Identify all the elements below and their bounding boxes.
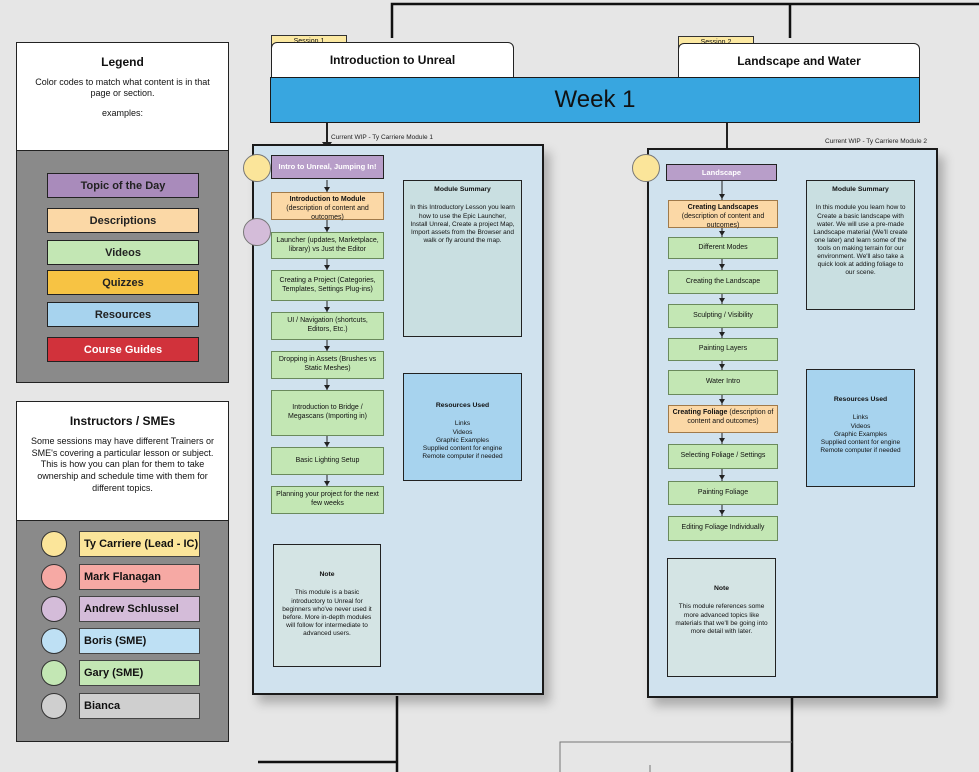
module-1-step-text: (description of content and outcomes) [286,204,369,221]
module-1-summary-text: In this Introductory Lesson you learn ho… [410,204,515,244]
instructor-dot [41,531,67,557]
instructor-dot [41,693,67,719]
instructor-avatar [243,154,271,182]
module-2-step: Creating the Landscape [668,270,778,294]
instructor-avatar [243,218,271,246]
instructor-avatar [632,154,660,182]
module-2-step: Creating Foliage (description of content… [668,405,778,433]
legend-description: Color codes to match what content is in … [35,77,210,99]
module-1-resources: Resources Used Links Videos Graphic Exam… [403,373,522,481]
module-2-note: Note This module references some more ad… [667,558,776,677]
legend-title: Legend [101,55,144,69]
instructor-name: Bianca [79,693,200,719]
session-2-title: Landscape and Water [678,43,920,79]
module-2-summary: Module Summary In this module you learn … [806,180,915,310]
resource-item: Graphic Examples [435,436,490,444]
module-1-step: UI / Navigation (shortcuts, Editors, Etc… [271,312,384,340]
legend-topic-chip: Topic of the Day [47,173,199,198]
week-bar: Week 1 [270,77,920,123]
module-2-summary-title: Module Summary [832,186,889,193]
module-2-step: Water Intro [668,370,778,395]
module-2-topic: Landscape [666,164,777,181]
module-1-note-text: This module is a basic introductory to U… [282,589,372,638]
resource-item: Videos [452,428,473,436]
module-2-step-text: (description of content and outcomes) [681,212,765,229]
instructors-list: Ty Carriere (Lead - IC) Mark Flanagan An… [16,520,229,742]
module-2-step-bold: Creating Foliage [672,409,728,416]
instructor-dot [41,628,67,654]
resource-item: Videos [850,422,871,430]
module-1-step: Planning your project for the next few w… [271,486,384,514]
module-2-resources-title: Resources Used [833,396,888,403]
instructor-dot [41,564,67,590]
module-1-step: Creating a Project (Categories, Template… [271,270,384,301]
module-1-step: Introduction to Bridge / Megascans (Impo… [271,390,384,436]
instructor-dot [41,660,67,686]
module-2-step: Painting Foliage [668,481,778,505]
legend-resources-chip: Resources [47,302,199,327]
resource-item: Remote computer if needed [422,452,503,460]
legend-examples-label: examples: [101,107,144,118]
module-2-step-text: (description of content and outcomes) [687,409,774,425]
module-1-step-bold: Introduction to Module [289,196,366,203]
module-1-step: Basic Lighting Setup [271,447,384,475]
module-2-step: Editing Foliage Individually [668,516,778,541]
session-1-title: Introduction to Unreal [271,42,514,78]
module-2-resources: Resources Used Links Videos Graphic Exam… [806,369,915,487]
module-1-note: Note This module is a basic introductory… [273,544,381,667]
module-2-label: Current WIP - Ty Carriere Module 2 [825,138,927,145]
module-1-summary-title: Module Summary [434,186,491,193]
module-1-note-title: Note [319,571,335,578]
module-2-note-text: This module references some more advance… [675,603,768,635]
module-1-topic: Intro to Unreal, Jumping In! [271,155,384,179]
module-2-step: Painting Layers [668,338,778,361]
module-2-note-title: Note [713,585,730,592]
module-2-step-bold: Creating Landscapes [687,204,759,211]
instructor-name: Boris (SME) [79,628,200,654]
module-1-step: Dropping in Assets (Brushes vs Static Me… [271,351,384,379]
module-1-summary: Module Summary In this Introductory Less… [403,180,522,337]
module-2-summary-text: In this module you learn how to Create a… [813,204,908,277]
resource-item: Remote computer if needed [820,446,901,454]
module-1-resources-title: Resources Used [435,402,490,409]
resource-item: Links [454,420,471,428]
resource-item: Supplied content for engine [422,444,503,452]
instructor-name: Mark Flanagan [79,564,200,590]
instructor-name: Ty Carriere (Lead - IC) [79,531,200,557]
instructors-description: Some sessions may have different Trainer… [31,436,214,493]
module-2-step: Different Modes [668,237,778,259]
instructor-dot [41,596,67,622]
resource-item: Links [852,414,869,422]
resource-item: Supplied content for engine [820,438,901,446]
module-2-step: Selecting Foliage / Settings [668,444,778,469]
legend-videos-chip: Videos [47,240,199,265]
resource-item: Graphic Examples [833,430,888,438]
instructor-name: Andrew Schlussel [79,596,200,622]
instructor-name: Gary (SME) [79,660,200,686]
module-2-step: Sculpting / Visibility [668,304,778,328]
instructors-header: Instructors / SMEs Some sessions may hav… [16,401,229,521]
legend-quizzes-chip: Quizzes [47,270,199,295]
module-1-step: Introduction to Module (description of c… [271,192,384,221]
module-1-step: Launcher (updates, Marketplace, library)… [271,232,384,259]
module-1-label: Current WIP - Ty Carriere Module 1 [331,134,433,141]
legend-descriptions-chip: Descriptions [47,208,199,233]
instructors-title: Instructors / SMEs [69,414,176,428]
module-2-step: Creating Landscapes (description of cont… [668,200,778,229]
legend-course-guides-chip: Course Guides [47,337,199,362]
legend-swatches: Topic of the Day Descriptions Videos Qui… [16,150,229,383]
legend-header: Legend Color codes to match what content… [16,42,229,151]
